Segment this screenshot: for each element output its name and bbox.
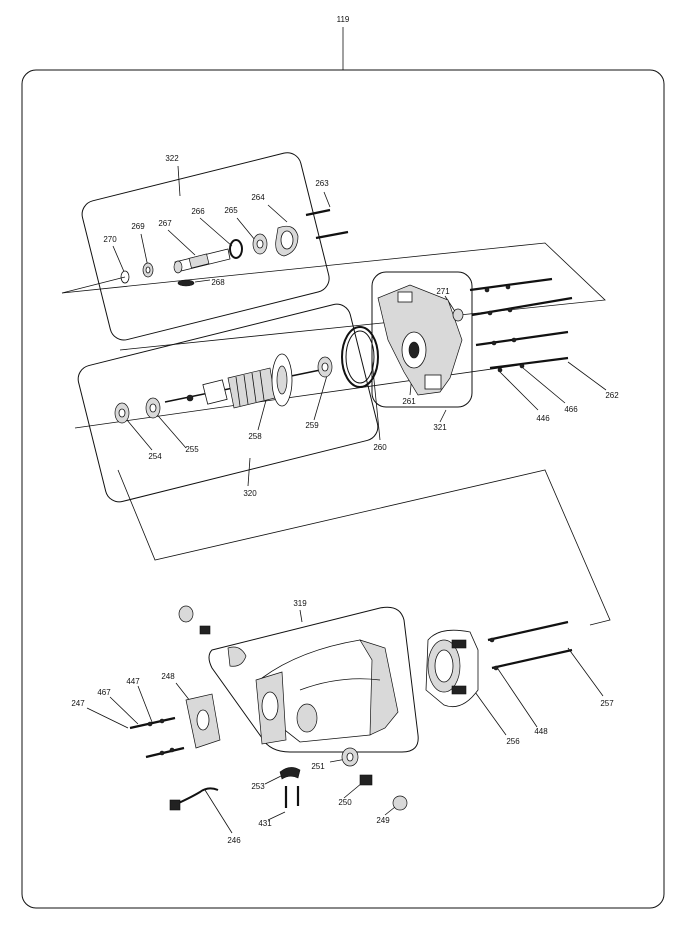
part-label-250: 250 bbox=[338, 798, 352, 807]
part-label-119: 119 bbox=[337, 15, 350, 24]
part-263-screws bbox=[305, 208, 349, 240]
part-262-446-466-screws bbox=[469, 277, 573, 373]
part-label-431: 431 bbox=[258, 819, 272, 828]
assembly-frame bbox=[21, 69, 665, 909]
part-256-stator bbox=[425, 629, 479, 708]
group-outline-320 bbox=[77, 303, 379, 503]
part-brush-holder-top bbox=[178, 605, 247, 667]
part-label-246: 246 bbox=[227, 836, 241, 845]
part-label-319: 319 bbox=[293, 599, 307, 608]
part-label-255: 255 bbox=[185, 445, 199, 454]
part-label-257: 257 bbox=[600, 699, 614, 708]
part-label-263: 263 bbox=[315, 179, 329, 188]
part-248-end-plate bbox=[185, 693, 221, 749]
part-label-253: 253 bbox=[251, 782, 265, 791]
part-label-268: 268 bbox=[211, 278, 225, 287]
part-label-270: 270 bbox=[103, 235, 117, 244]
part-label-247: 247 bbox=[71, 699, 85, 708]
part-label-261: 261 bbox=[402, 397, 416, 406]
part-label-271: 271 bbox=[436, 287, 450, 296]
part-257-448-screws bbox=[487, 620, 573, 671]
part-label-265: 265 bbox=[224, 206, 238, 215]
part-254-bearing bbox=[114, 402, 130, 424]
part-label-256: 256 bbox=[506, 737, 520, 746]
part-labels: 119 322 263 264 265 266 267 268 269 270 271 262 466 4… bbox=[71, 15, 619, 845]
part-246-power-cord bbox=[169, 787, 219, 811]
part-label-446: 446 bbox=[536, 414, 550, 423]
group-outline-319 bbox=[208, 606, 419, 753]
part-label-322: 322 bbox=[165, 154, 179, 163]
part-label-249: 249 bbox=[376, 816, 390, 825]
part-258-armature bbox=[164, 353, 331, 409]
part-label-254: 254 bbox=[148, 452, 162, 461]
part-268-key bbox=[177, 279, 195, 287]
part-259-bearing bbox=[317, 356, 333, 378]
part-247-467-447-screws bbox=[129, 716, 185, 759]
group-outline-321 bbox=[371, 271, 473, 408]
part-label-259: 259 bbox=[305, 421, 319, 430]
part-label-447: 447 bbox=[126, 677, 140, 686]
part-label-262: 262 bbox=[605, 391, 619, 400]
part-label-266: 266 bbox=[191, 207, 205, 216]
part-250-brush bbox=[359, 774, 373, 786]
part-321-gear-housing bbox=[377, 284, 463, 396]
group-outline-322 bbox=[81, 152, 330, 341]
part-label-448: 448 bbox=[534, 727, 548, 736]
part-271-bushing bbox=[452, 308, 464, 322]
part-260-gasket bbox=[341, 326, 379, 388]
part-label-269: 269 bbox=[131, 222, 145, 231]
part-label-466: 466 bbox=[564, 405, 578, 414]
part-267-spindle bbox=[173, 248, 231, 274]
part-label-320: 320 bbox=[243, 489, 257, 498]
part-label-321: 321 bbox=[433, 423, 447, 432]
part-431-screws bbox=[284, 786, 300, 808]
part-269-bearing bbox=[142, 262, 154, 278]
part-label-251: 251 bbox=[311, 762, 325, 771]
part-label-267: 267 bbox=[158, 219, 172, 228]
part-label-264: 264 bbox=[251, 193, 265, 202]
part-266-oring bbox=[229, 239, 243, 259]
part-253-clamp bbox=[279, 767, 301, 780]
part-265-bearing bbox=[252, 233, 268, 255]
part-249-cap bbox=[392, 795, 408, 811]
part-label-260: 260 bbox=[373, 443, 387, 452]
part-319-motor-housing bbox=[255, 639, 399, 745]
part-label-248: 248 bbox=[161, 672, 175, 681]
part-251-brush-cap bbox=[341, 747, 359, 767]
part-label-467: 467 bbox=[97, 688, 111, 697]
part-264-flange bbox=[275, 225, 299, 257]
part-255-bearing bbox=[145, 397, 161, 419]
part-label-258: 258 bbox=[248, 432, 262, 441]
